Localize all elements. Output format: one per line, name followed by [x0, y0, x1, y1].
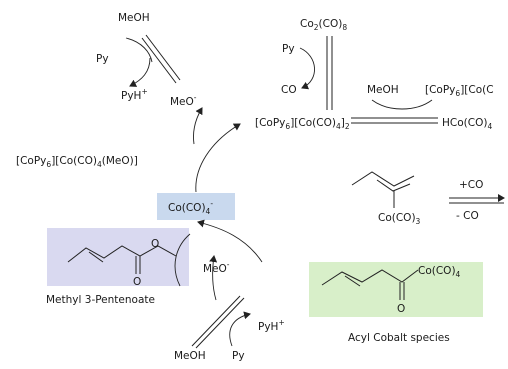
meo-top-label: MeO- — [170, 93, 197, 108]
allyl-cobalt-label: Co(CO)3 — [378, 212, 421, 226]
acyl-co-label: Co(CO)4 — [418, 265, 461, 279]
ester-structure — [67, 245, 177, 274]
hco-label: HCo(CO)4 — [442, 117, 492, 131]
center-cobalt-box — [157, 193, 235, 220]
minus-co-label: - CO — [456, 210, 479, 222]
pyh-bottom-label: PyH+ — [258, 318, 285, 333]
salt-meo-label: [CoPy6][Co(CO)4(MeO)] — [16, 155, 138, 169]
ester-oxygen-label: O — [151, 238, 159, 250]
methyl-pentenoate-caption: Methyl 3-Pentenoate — [46, 294, 155, 306]
meoh-bottom-label: MeOH — [174, 350, 206, 362]
py-upper-label: Py — [282, 43, 295, 55]
pi-allyl-structure — [351, 171, 415, 208]
top-left-equilibrium-arrows — [125, 34, 181, 87]
salt-right-label: [CoPy6][Co(C — [425, 84, 494, 98]
acyl-cobalt-structure — [321, 269, 419, 300]
meoh-right-label: MeOH — [367, 84, 399, 96]
salt-hco-equilibrium-arrows — [351, 99, 438, 124]
salt-label: [CoPy6][Co(CO)4]2 — [255, 117, 350, 131]
co2co8-to-salt-arrows — [299, 36, 333, 110]
py-bottom-label: Py — [232, 350, 245, 362]
cycle-arrows — [174, 107, 263, 287]
meoh-top-label: MeOH — [118, 12, 150, 24]
acyl-cobalt-caption: Acyl Cobalt species — [348, 332, 450, 344]
center-cobalt-label: Co(CO)4- — [168, 199, 213, 216]
bottom-equilibrium-arrows — [191, 255, 251, 349]
ester-carbonyl-oxygen: O — [133, 276, 141, 288]
pyh-top-label: PyH+ — [121, 87, 148, 102]
plus-co-label: +CO — [459, 179, 483, 191]
co-insertion-equilibrium-arrows — [449, 194, 505, 204]
meo-bottom-label: MeO- — [203, 260, 230, 275]
co-upper-label: CO — [281, 84, 297, 96]
co2co8-label: Co2(CO)8 — [300, 18, 347, 32]
acyl-oxygen-label: O — [397, 303, 405, 315]
py-top-label: Py — [96, 53, 109, 65]
ester-highlight-box — [47, 228, 189, 286]
acyl-highlight-box — [309, 262, 483, 317]
